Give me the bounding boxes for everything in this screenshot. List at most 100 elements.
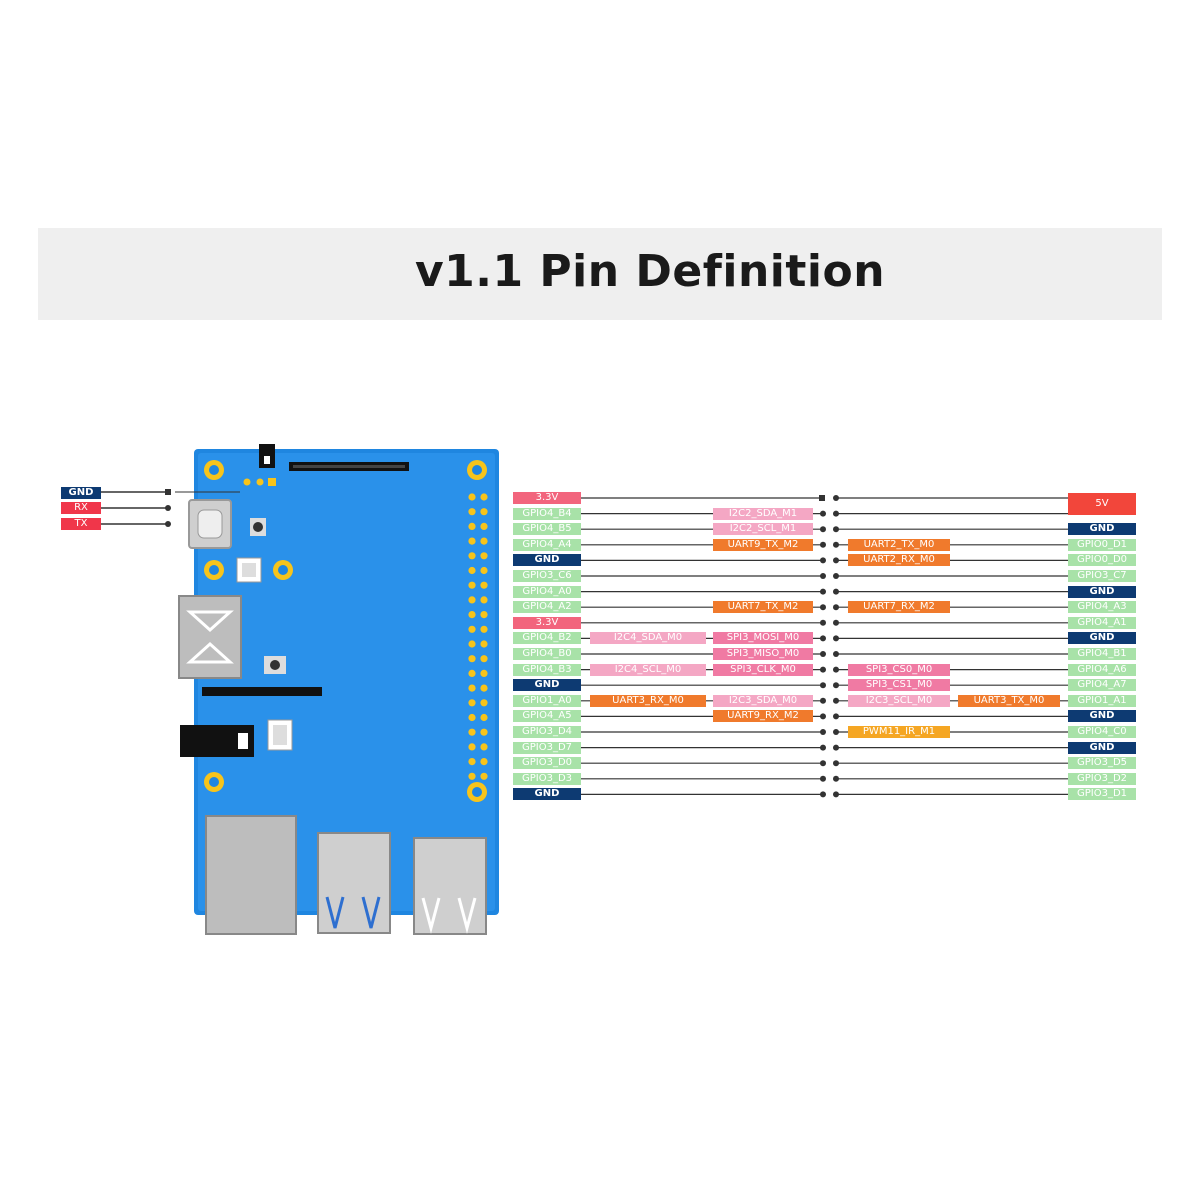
pin-dot	[820, 604, 826, 611]
pin-dot	[820, 588, 826, 595]
gpio-header-pin	[468, 699, 476, 707]
fpc-connector-mid	[202, 687, 322, 696]
pin-label-right: GPIO0_D0	[1068, 554, 1136, 567]
pin-dot	[820, 526, 826, 533]
pin-dot	[833, 495, 839, 501]
pin-label-mid-right: UART7_RX_M2	[848, 601, 950, 614]
pin-label-left: UART3_RX_M0	[590, 694, 706, 707]
pin-label-right: GPIO4_A7	[1068, 679, 1136, 692]
gpio-header-pin	[468, 625, 476, 633]
pin-label-left: I2C4_SDA_M0	[590, 632, 706, 645]
ethernet-port	[205, 815, 297, 935]
pin-dot	[820, 557, 826, 564]
pin-label-right: GPIO4_A6	[1068, 663, 1136, 676]
page-title: v1.1 Pin Definition	[414, 246, 886, 297]
pin-label-left: GND	[513, 554, 581, 567]
debug-gnd-label: GND	[61, 487, 101, 499]
pin-label-mid-right: UART2_TX_M0	[848, 538, 950, 551]
pin-dot	[819, 495, 825, 501]
pin-label-mid-left: I2C2_SCL_M1	[713, 523, 813, 536]
gpio-header-pin	[480, 669, 488, 678]
gpio-header-pin	[480, 772, 488, 780]
pin-dot	[833, 697, 839, 704]
pin-label-mid-left: SPI3_CLK_M0	[713, 663, 813, 676]
pin-label-left: 3.3V	[513, 492, 581, 504]
gpio-header-pin	[468, 493, 476, 501]
gpio-header-pin	[480, 566, 488, 575]
gpio-header-pin	[480, 684, 488, 692]
gpio-header-pin	[468, 508, 476, 516]
hdmi-port	[178, 595, 242, 679]
title-bar	[38, 228, 1162, 320]
pin-label-left: GPIO4_A2	[513, 601, 581, 614]
pin-dot	[833, 791, 839, 798]
pin-dot	[820, 697, 826, 704]
pin-label-right: GPIO3_D1	[1068, 788, 1136, 801]
gpio-header-pin	[468, 743, 476, 751]
pin-dot	[833, 619, 839, 626]
pin-label-mid-right: UART3_TX_M0	[958, 694, 1060, 707]
pin-dot	[833, 588, 839, 595]
pin-label-right: GPIO3_D5	[1068, 757, 1136, 770]
pin-label-mid-right: SPI3_CS1_M0	[848, 679, 950, 692]
pin-label-left: GPIO4_A4	[513, 538, 581, 551]
pin-dot	[833, 729, 839, 735]
pin-label-mid-left: SPI3_MISO_M0	[713, 648, 813, 660]
pin-dot	[820, 666, 826, 673]
pin-label-mid-right: UART2_RX_M0	[848, 554, 950, 567]
pin-dot	[833, 682, 839, 689]
pin-dot	[833, 666, 839, 673]
pin-label-left: GPIO4_B0	[513, 648, 581, 660]
pin-label-left: GPIO4_B5	[513, 523, 581, 536]
pin-dot	[833, 510, 839, 517]
pin-dot	[820, 744, 826, 751]
gpio-header-pin	[480, 537, 488, 545]
pin-label-left: GPIO3_D7	[513, 741, 581, 754]
pin-label-left: GPIO3_D0	[513, 757, 581, 770]
gpio-header-pin	[468, 552, 476, 560]
pin-dot	[833, 635, 839, 642]
pin-label-left: 3.3V	[513, 616, 581, 629]
pin-dot	[820, 651, 826, 657]
pin-label-mid-left: I2C3_SDA_M0	[713, 694, 813, 707]
pin-label-right: GPIO4_A1	[1068, 616, 1136, 629]
pin-label-left: GPIO3_D4	[513, 726, 581, 738]
gpio-header-pin	[468, 758, 476, 766]
pin-dot	[833, 557, 839, 564]
gpio-header-pin	[468, 684, 476, 692]
gpio-header-pin	[480, 581, 488, 589]
pin-dot	[820, 713, 826, 720]
gpio-header-pin	[480, 596, 488, 604]
pin-label-right: GND	[1068, 741, 1136, 754]
pin-dot	[820, 775, 826, 782]
pin-label-left: I2C4_SCL_M0	[590, 663, 706, 676]
pin-label-right: GND	[1068, 710, 1136, 723]
pin-label-mid-left: UART9_RX_M2	[713, 710, 813, 723]
pin-dot	[833, 541, 839, 548]
pin-label-left: GPIO4_B4	[513, 507, 581, 520]
pin-dot	[833, 526, 839, 533]
pin-label-left: GPIO4_B3	[513, 663, 581, 676]
gpio-header-pin	[480, 552, 488, 560]
gpio-header-pin	[468, 728, 476, 736]
pin-dot	[833, 713, 839, 720]
gpio-header-pin	[480, 625, 488, 633]
pin-label-left: GPIO4_A5	[513, 710, 581, 723]
pin-label-mid-right: SPI3_CS0_M0	[848, 663, 950, 676]
gpio-header-pin	[480, 640, 488, 648]
pin-label-mid-left: I2C2_SDA_M1	[713, 507, 813, 520]
pin-label-left: GPIO4_A0	[513, 585, 581, 598]
pin-label-right: GND	[1068, 523, 1136, 536]
pin-dot	[820, 573, 826, 579]
pin-dot	[833, 775, 839, 782]
pin-label-mid-right: PWM11_IR_M1	[848, 726, 950, 738]
pin-dot	[833, 760, 839, 767]
debug-rx-label: RX	[61, 502, 101, 514]
pin-label-right: GND	[1068, 585, 1136, 598]
pin-label-right: GPIO4_A3	[1068, 601, 1136, 614]
pin-label-right: GPIO1_A1	[1068, 694, 1136, 707]
gpio-header-pin	[468, 522, 476, 531]
pin-label-mid-left: UART9_TX_M2	[713, 538, 813, 551]
gpio-header-pin	[468, 669, 476, 678]
